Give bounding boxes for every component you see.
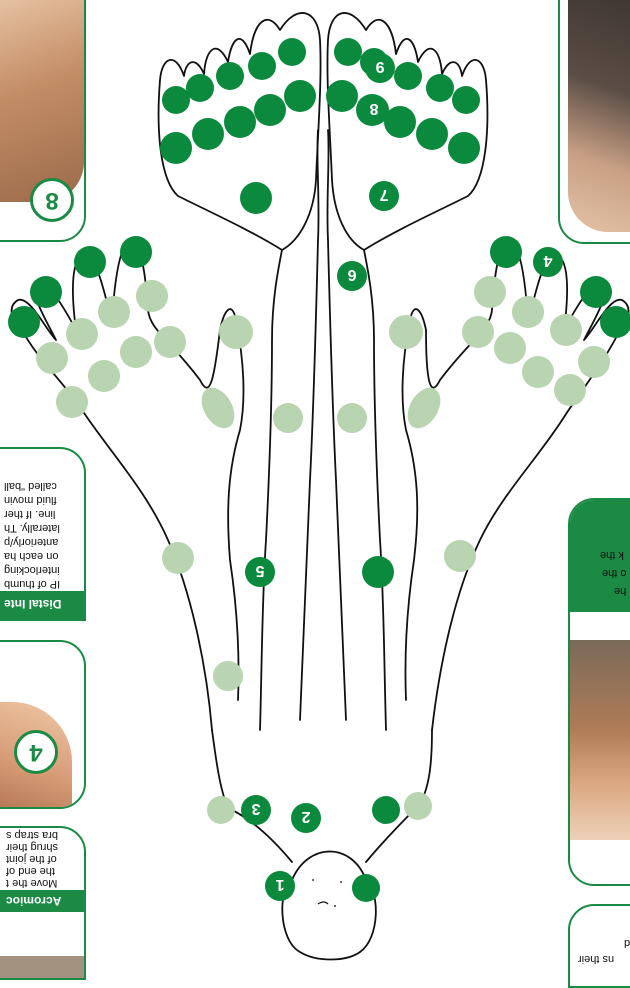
joint-marker-light xyxy=(207,796,235,824)
right-torso xyxy=(364,250,386,730)
right-arm-inner xyxy=(403,309,426,700)
numbered-joint-8: 8 xyxy=(359,95,389,125)
joint-marker-dark xyxy=(426,74,454,102)
joint-assessment-diagram: 8 Distal Inte IP of thumb interlocking o… xyxy=(0,0,630,965)
joint-marker-dark xyxy=(278,38,306,66)
numbered-joint-label: 2 xyxy=(301,808,310,825)
joint-marker-dark xyxy=(452,86,480,114)
joint-marker-light xyxy=(401,382,447,434)
right-arm-outline xyxy=(432,330,620,730)
joint-marker-dark xyxy=(284,80,316,112)
numbered-joint-1: 1 xyxy=(265,871,295,901)
joint-marker-dark xyxy=(186,74,214,102)
face-marks xyxy=(312,880,342,906)
joint-marker-light xyxy=(213,661,243,691)
numbered-joint-7: 7 xyxy=(369,181,399,211)
joint-marker-light xyxy=(512,296,544,328)
joint-marker-light xyxy=(554,374,586,406)
joint-marker-dark xyxy=(160,132,192,164)
joint-marker-dark xyxy=(240,182,272,214)
joint-marker-dark xyxy=(352,874,380,902)
joint-marker-light xyxy=(522,356,554,388)
joint-marker-dark xyxy=(580,276,612,308)
joint-marker-light xyxy=(494,332,526,364)
joint-marker-light xyxy=(474,276,506,308)
joint-marker-light xyxy=(136,280,168,312)
joint-marker-dark xyxy=(224,106,256,138)
joint-marker-light xyxy=(154,326,186,358)
joint-marker-dark xyxy=(30,276,62,308)
joint-marker-dark xyxy=(216,62,244,90)
joint-marker-light xyxy=(162,542,194,574)
numbered-joint-label: 1 xyxy=(275,876,284,893)
numbered-joint-label: 6 xyxy=(347,266,356,283)
joint-marker-dark xyxy=(416,118,448,150)
joint-marker-dark xyxy=(74,246,106,278)
numbered-joint-5: 5 xyxy=(245,557,275,587)
joint-marker-dark xyxy=(448,132,480,164)
joint-marker-light xyxy=(195,382,241,434)
joint-marker-light xyxy=(273,403,303,433)
joint-marker-light xyxy=(389,315,423,349)
joint-marker-light xyxy=(98,296,130,328)
joint-marker-light xyxy=(550,314,582,346)
joint-marker-light xyxy=(337,403,367,433)
joint-marker-dark xyxy=(254,94,286,126)
numbered-joint-label: 9 xyxy=(375,58,384,75)
joint-marker-dark xyxy=(372,796,400,824)
numbered-joint-2: 2 xyxy=(291,803,321,833)
joint-marker-dark xyxy=(334,38,362,66)
joint-marker-light xyxy=(36,342,68,374)
joint-marker-light xyxy=(219,315,253,349)
head-outline xyxy=(282,852,376,960)
joint-marker-dark xyxy=(8,306,40,338)
numbered-joint-label: 7 xyxy=(379,186,388,203)
joint-marker-light xyxy=(88,360,120,392)
joint-marker-dark xyxy=(162,86,190,114)
left-arm-inner xyxy=(220,309,243,700)
joint-marker-light xyxy=(56,386,88,418)
joint-marker-light xyxy=(444,540,476,572)
joint-marker-light xyxy=(404,792,432,820)
joint-marker-light xyxy=(578,346,610,378)
numbered-joint-label: 3 xyxy=(251,800,260,817)
left-torso xyxy=(260,250,282,730)
joint-marker-dark xyxy=(490,236,522,268)
body-outline-diagram: 1 2 3 4 5 6 7 8 9 xyxy=(0,0,630,965)
joint-marker-light xyxy=(120,336,152,368)
numbered-joint-3: 3 xyxy=(241,795,271,825)
joint-marker-dark xyxy=(192,118,224,150)
joint-marker-dark xyxy=(326,80,358,112)
joint-marker-light xyxy=(66,318,98,350)
numbered-joint-4: 4 xyxy=(533,247,563,277)
joint-marker-dark xyxy=(394,62,422,90)
left-arm-outline xyxy=(22,330,212,730)
numbered-joint-label: 8 xyxy=(369,100,378,117)
numbered-joint-label: 4 xyxy=(543,252,552,269)
numbered-joint-label: 5 xyxy=(255,562,264,579)
numbered-joint-9: 9 xyxy=(365,53,395,83)
numbered-joint-6: 6 xyxy=(337,261,367,291)
joint-marker-dark xyxy=(248,52,276,80)
joint-marker-light xyxy=(462,316,494,348)
joint-marker-dark xyxy=(120,236,152,268)
joint-marker-dark xyxy=(362,556,394,588)
